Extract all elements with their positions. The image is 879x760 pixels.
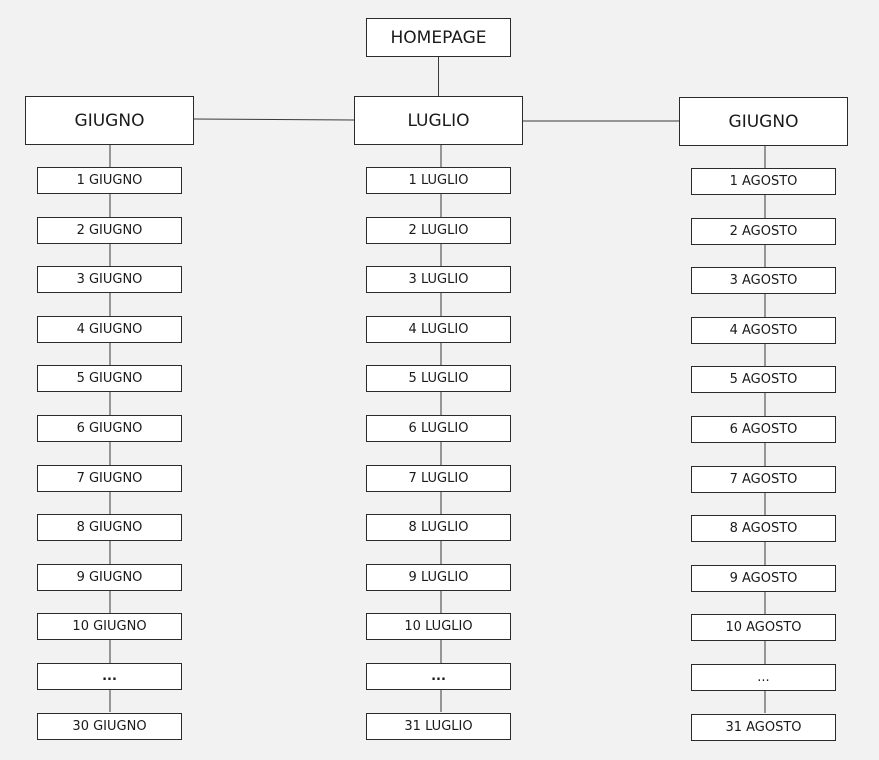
day-label-agosto: ...	[757, 670, 770, 685]
day-label-luglio: 8 LUGLIO	[408, 520, 469, 535]
day-node: 1 GIUGNO	[37, 167, 182, 194]
day-label-giugno: 7 GIUGNO	[76, 471, 143, 486]
month-node-luglio: LUGLIO	[354, 96, 523, 145]
day-node-ellipsis: ...	[691, 664, 836, 691]
day-node: 4 GIUGNO	[37, 316, 182, 343]
day-label-luglio: 7 LUGLIO	[408, 471, 469, 486]
day-label-luglio: ...	[431, 669, 446, 684]
day-node: 4 AGOSTO	[691, 317, 836, 344]
day-node: 6 GIUGNO	[37, 415, 182, 442]
day-label-giugno: 8 GIUGNO	[76, 520, 143, 535]
day-node: 8 AGOSTO	[691, 515, 836, 542]
day-label-agosto: 10 AGOSTO	[725, 620, 802, 635]
day-node: 6 LUGLIO	[366, 415, 511, 442]
day-node: 7 LUGLIO	[366, 465, 511, 492]
day-node: 3 LUGLIO	[366, 266, 511, 293]
day-node: 7 AGOSTO	[691, 466, 836, 493]
day-label-giugno: 4 GIUGNO	[76, 322, 143, 337]
day-node: 10 LUGLIO	[366, 613, 511, 640]
day-node: 9 GIUGNO	[37, 564, 182, 591]
day-node: 31 LUGLIO	[366, 713, 511, 740]
day-node: 8 GIUGNO	[37, 514, 182, 541]
day-label-luglio: 31 LUGLIO	[404, 719, 473, 734]
day-node: 9 AGOSTO	[691, 565, 836, 592]
day-node-ellipsis: ...	[37, 663, 182, 690]
day-label-agosto: 2 AGOSTO	[729, 224, 798, 239]
day-label-luglio: 10 LUGLIO	[404, 619, 473, 634]
day-node: 10 AGOSTO	[691, 614, 836, 641]
day-label-agosto: 31 AGOSTO	[725, 720, 802, 735]
day-node: 5 LUGLIO	[366, 365, 511, 392]
day-label-agosto: 8 AGOSTO	[729, 521, 798, 536]
day-node: 5 GIUGNO	[37, 365, 182, 392]
day-label-luglio: 4 LUGLIO	[408, 322, 469, 337]
connector-line	[193, 118, 355, 121]
day-label-agosto: 7 AGOSTO	[729, 472, 798, 487]
day-node: 30 GIUGNO	[37, 713, 182, 740]
day-node: 2 AGOSTO	[691, 218, 836, 245]
day-label-giugno: 6 GIUGNO	[76, 421, 143, 436]
day-node: 1 AGOSTO	[691, 168, 836, 195]
day-label-luglio: 1 LUGLIO	[408, 173, 469, 188]
day-label-giugno: 9 GIUGNO	[76, 570, 143, 585]
day-node: 4 LUGLIO	[366, 316, 511, 343]
day-label-giugno: 30 GIUGNO	[72, 719, 147, 734]
day-label-giugno: 5 GIUGNO	[76, 371, 143, 386]
day-label-agosto: 4 AGOSTO	[729, 323, 798, 338]
day-node: 10 GIUGNO	[37, 613, 182, 640]
day-node: 3 AGOSTO	[691, 267, 836, 294]
day-label-luglio: 3 LUGLIO	[408, 272, 469, 287]
day-label-agosto: 6 AGOSTO	[729, 422, 798, 437]
day-node: 1 LUGLIO	[366, 167, 511, 194]
day-node: 9 LUGLIO	[366, 564, 511, 591]
day-label-luglio: 5 LUGLIO	[408, 371, 469, 386]
month-node-giugno: GIUGNO	[25, 96, 194, 145]
month-node-agosto: GIUGNO	[679, 97, 848, 146]
day-node: 6 AGOSTO	[691, 416, 836, 443]
homepage-label: HOMEPAGE	[390, 27, 487, 48]
day-label-luglio: 6 LUGLIO	[408, 421, 469, 436]
day-label-agosto: 9 AGOSTO	[729, 571, 798, 586]
day-node: 5 AGOSTO	[691, 366, 836, 393]
day-label-giugno: 10 GIUGNO	[72, 619, 147, 634]
month-label: GIUGNO	[728, 111, 799, 132]
day-node: 3 GIUGNO	[37, 266, 182, 293]
day-node: 31 AGOSTO	[691, 714, 836, 741]
homepage-node: HOMEPAGE	[366, 18, 511, 57]
day-label-luglio: 9 LUGLIO	[408, 570, 469, 585]
month-label: LUGLIO	[407, 110, 470, 131]
day-label-giugno: 3 GIUGNO	[76, 272, 143, 287]
day-label-agosto: 3 AGOSTO	[729, 273, 798, 288]
day-label-giugno: ...	[102, 669, 117, 684]
day-node: 2 LUGLIO	[366, 217, 511, 244]
day-label-luglio: 2 LUGLIO	[408, 223, 469, 238]
day-node: 7 GIUGNO	[37, 465, 182, 492]
day-node: 2 GIUGNO	[37, 217, 182, 244]
day-label-giugno: 2 GIUGNO	[76, 223, 143, 238]
day-label-giugno: 1 GIUGNO	[76, 173, 143, 188]
month-label: GIUGNO	[74, 110, 145, 131]
day-node: 8 LUGLIO	[366, 514, 511, 541]
day-node-ellipsis: ...	[366, 663, 511, 690]
day-label-agosto: 5 AGOSTO	[729, 372, 798, 387]
day-label-agosto: 1 AGOSTO	[729, 174, 798, 189]
